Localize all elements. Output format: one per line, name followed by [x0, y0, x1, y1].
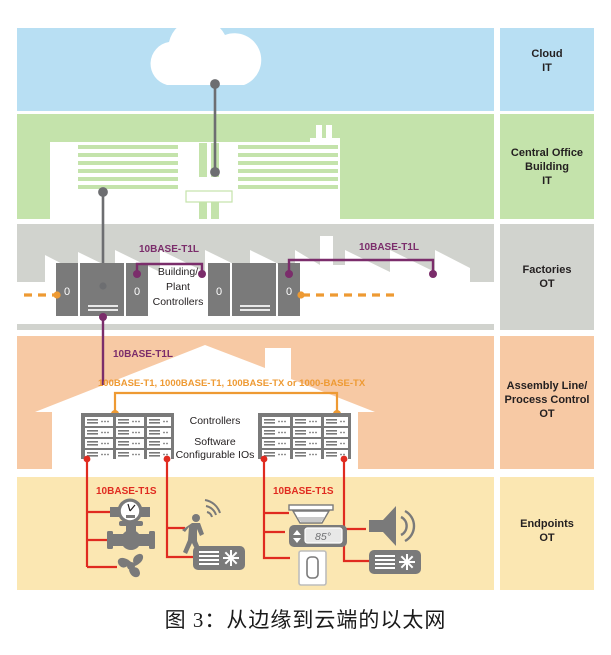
factory-cabinet-left: 0 0 — [56, 263, 148, 316]
endpoints-link-right-label: 10BASE-T1S — [273, 486, 334, 497]
assembly-uplink-label: 10BASE-T1L — [113, 349, 173, 360]
assembly-backbone-link — [113, 391, 339, 414]
assembly-uplink-dot-top — [99, 313, 107, 321]
assembly-center-label-line-1: Software — [194, 436, 236, 448]
endpoint-wiring-dots — [83, 455, 348, 463]
layer-title-cloud-line-0: Cloud — [531, 48, 562, 60]
thermostat-value: 85° — [315, 531, 331, 543]
title-box-assembly — [500, 336, 594, 469]
factory-port-mark-2: 0 — [216, 286, 222, 298]
ethernet-edge-to-cloud-diagram: Cloud IT Central Office Building IT Fact… — [17, 18, 594, 590]
layer-title-central-office-line-2: IT — [542, 175, 552, 187]
layer-title-cloud-line-1: IT — [542, 62, 552, 74]
assembly-center-label-line-2: Configurable IOs — [176, 449, 255, 461]
factory-port-mark-3: 0 — [286, 286, 292, 298]
title-box-factories — [500, 224, 594, 330]
factories-scene: 0 0 0 0 Building/ Plant Controllers — [17, 236, 494, 330]
layer-title-central-office-line-1: Building — [525, 161, 569, 173]
layer-title-assembly-line-2: OT — [539, 408, 555, 420]
factory-controllers-label-line-0: Building/ — [158, 266, 198, 278]
layer-title-factories-line-0: Factories — [523, 264, 572, 276]
assembly-center-label-line-0: Controllers — [190, 415, 241, 427]
layer-title-column: Cloud IT Central Office Building IT Fact… — [500, 28, 594, 590]
hvac-unit-icon-left — [193, 546, 245, 570]
valve-icon — [107, 521, 155, 550]
factory-fieldbus-dot-right — [297, 291, 305, 299]
factory-link-left — [135, 262, 204, 273]
title-box-cloud — [500, 28, 594, 111]
layer-title-assembly-line-1: Process Control — [505, 394, 590, 406]
factory-link-left-label: 10BASE-T1L — [139, 244, 199, 255]
endpoints-link-left-label: 10BASE-T1S — [96, 486, 157, 497]
factory-port-mark-1: 0 — [134, 286, 140, 298]
title-box-endpoints — [500, 477, 594, 590]
assembly-backbone-label: 100BASE-T1, 1000BASE-T1, 100BASE-TX or 1… — [98, 378, 366, 389]
endpoints-scene: 10BASE-T1S 10BASE-T1S — [96, 486, 421, 586]
link-endpoint-dot-office-2 — [98, 187, 108, 197]
layer-title-endpoints-line-1: OT — [539, 532, 555, 544]
central-office-building-icon — [17, 125, 494, 224]
layer-title-assembly-line-0: Assembly Line/ — [507, 380, 588, 392]
factory-cabinet-right: 0 0 — [208, 263, 300, 316]
cloud-icon — [150, 18, 262, 85]
layer-title-central-office-line-0: Central Office — [511, 147, 583, 159]
layer-title-endpoints-line-0: Endpoints — [520, 518, 574, 530]
ceiling-light-icon — [288, 504, 334, 524]
factory-controllers-label-line-1: Plant — [166, 281, 190, 293]
factory-link-left-dot-b — [198, 270, 206, 278]
factory-link-right-label: 10BASE-T1L — [359, 242, 419, 253]
thermostat-icon: 85° — [289, 525, 347, 547]
light-switch-icon — [298, 550, 327, 586]
factory-link-right-dot-b — [429, 270, 437, 278]
factory-link-left-dot-a — [133, 270, 141, 278]
factory-fieldbus-dot-left — [53, 291, 61, 299]
endpoint-wiring — [85, 459, 369, 569]
hvac-unit-icon-right — [369, 550, 421, 574]
layer-title-factories-line-1: OT — [539, 278, 555, 290]
title-box-central-office — [500, 114, 594, 219]
band-endpoints — [17, 477, 494, 590]
link-endpoint-dot-cloud — [210, 79, 220, 89]
assembly-io-rack-right — [258, 413, 351, 459]
speaker-icon — [369, 506, 416, 546]
factory-controllers-label-line-2: Controllers — [153, 296, 204, 308]
factory-port-mark-0: 0 — [64, 286, 70, 298]
link-endpoint-dot-factory — [99, 282, 107, 290]
assembly-io-rack-left — [81, 413, 174, 459]
factory-link-right — [287, 258, 435, 273]
factory-link-right-dot-a — [285, 270, 293, 278]
water-meter-icon — [110, 498, 150, 524]
link-endpoint-dot-office — [210, 167, 220, 177]
figure-caption: 图 3：从边缘到云端的以太网 — [164, 608, 447, 632]
assembly-scene: 10BASE-T1L 100BASE-T1, 1000BASE-T1, 100B… — [35, 345, 375, 469]
fan-icon — [117, 553, 144, 578]
